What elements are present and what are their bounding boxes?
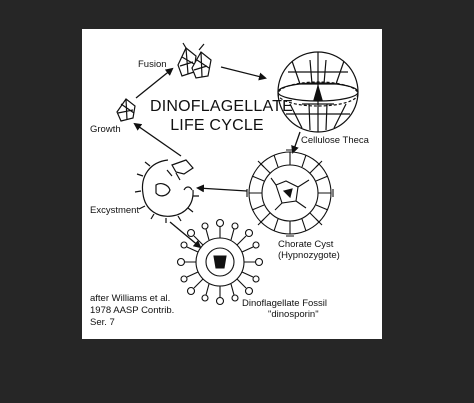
- stage-label-cellulose-theca: Cellulose Theca: [301, 135, 369, 146]
- chorate-cyst-illustration: [246, 149, 334, 237]
- stage-label-hypnozygote: (Hypnozygote): [278, 250, 340, 261]
- arrow-growth-to-fusion: [135, 67, 174, 99]
- arrow-cyst-to-excystment: [196, 184, 248, 193]
- cellulose-theca-illustration: [277, 51, 359, 133]
- excystment-illustration: [134, 159, 199, 223]
- arrow-fusion-to-theca: [220, 66, 267, 81]
- citation-line-1: after Williams et al.: [90, 293, 171, 304]
- growth-cell-illustration: [116, 98, 136, 122]
- stage-label-growth: Growth: [90, 124, 121, 135]
- cycle-arrows: [133, 66, 301, 249]
- stage-label-chorate-cyst: Chorate Cyst: [278, 239, 334, 250]
- stage-label-fossil: Dinoflagellate Fossil: [242, 298, 328, 309]
- diagram-title-line-2: LIFE CYCLE: [170, 117, 264, 134]
- arrow-excystment-to-growth: [133, 122, 182, 157]
- citation-line-3: Ser. 7: [90, 317, 115, 328]
- stage-label-excystment: Excystment: [90, 205, 140, 216]
- dinoflagellate-fossil-illustration: [176, 218, 264, 306]
- citation-line-2: 1978 AASP Contrib.: [90, 305, 175, 316]
- stage-label-fusion: Fusion: [138, 59, 167, 70]
- stage-label-dinosporin: "dinosporin": [268, 309, 319, 320]
- fusion-cells-illustration: [177, 42, 212, 79]
- arrow-excystment-to-fossil: [169, 221, 202, 249]
- arrow-theca-to-cyst: [291, 131, 301, 154]
- diagram-title-line-1: DINOFLAGELLATE: [150, 98, 293, 115]
